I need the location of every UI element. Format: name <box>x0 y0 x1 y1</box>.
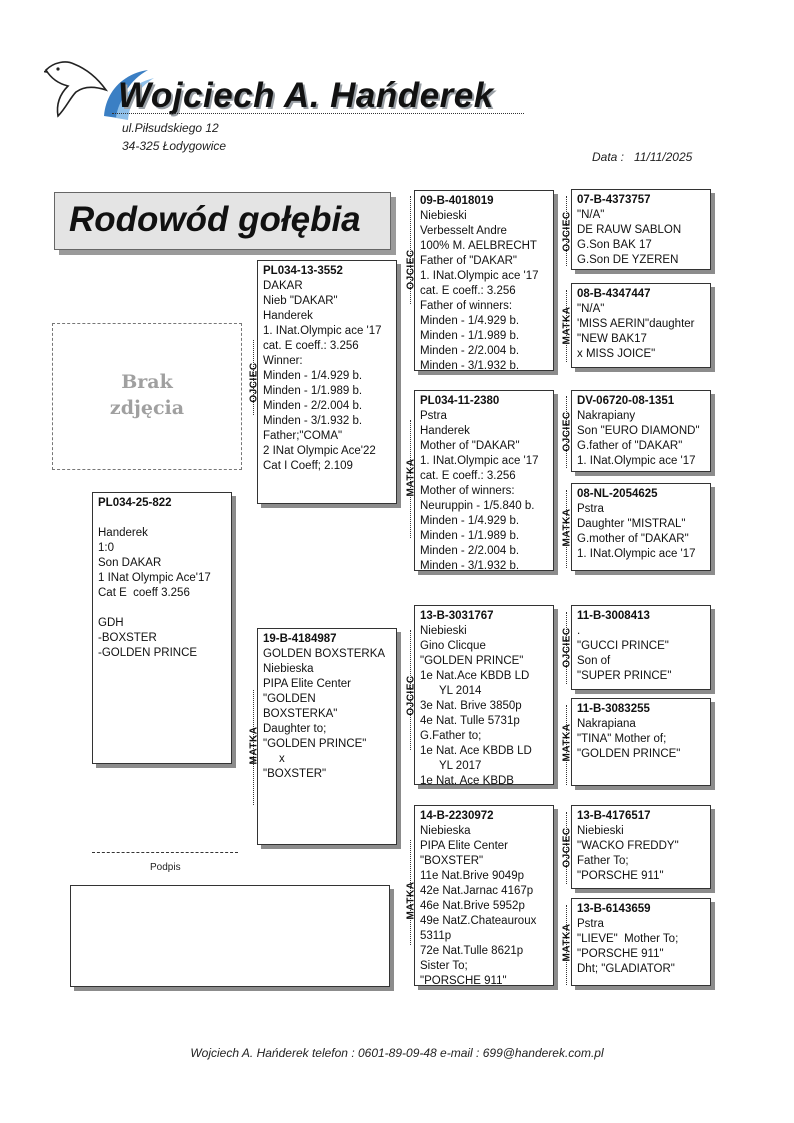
fff-card: 07-B-4373757 "N/A" DE RAUW SABLON G.Son … <box>571 189 711 270</box>
fff-connector <box>566 196 567 266</box>
fmm-connector <box>566 490 567 568</box>
father-connector <box>253 340 254 415</box>
subject-details: Handerek 1:0 Son DAKAR 1 INat Olympic Ac… <box>98 527 211 659</box>
pigeon-logo-icon <box>44 61 154 120</box>
photo-placeholder-text: Brak zdjęcia <box>109 371 185 419</box>
fm-details: Pstra Handerek Mother of "DAKAR" 1. INat… <box>420 410 539 571</box>
mf-connector <box>410 630 411 750</box>
date-value: 11/11/2025 <box>634 150 693 164</box>
grandmother-maternal-card: 14-B-2230972 Niebieska PIPA Elite Center… <box>414 805 554 986</box>
mmf-card: 13-B-4176517 Niebieski "WACKO FREDDY" Fa… <box>571 805 711 889</box>
mff-connector <box>566 612 567 684</box>
signature-label: Podpis <box>150 862 181 873</box>
mother-card: 19-B-4184987 GOLDEN BOXSTERKA Niebieska … <box>257 628 397 845</box>
fmf-details: Nakrapiany Son "EURO DIAMOND" G.father o… <box>577 410 700 467</box>
mff-card: 11-B-3008413 . "GUCCI PRINCE" Son of "SU… <box>571 605 711 690</box>
ff-connector <box>410 196 411 304</box>
fmm-card: 08-NL-2054625 Pstra Daughter "MISTRAL" G… <box>571 483 711 571</box>
title-box: Rodowód gołębia <box>54 192 391 250</box>
fmm-ring-number: 08-NL-2054625 <box>577 488 658 500</box>
ffm-details: "N/A" 'MISS AERIN"daughter "NEW BAK17 x … <box>577 303 695 360</box>
fmf-card: DV-06720-08-1351 Nakrapiany Son "EURO DI… <box>571 390 711 472</box>
address-street: ul.Piłsudskiego 12 <box>122 121 219 135</box>
mfm-card: 11-B-3083255 Nakrapiana "TINA" Mother of… <box>571 698 711 786</box>
fm-ring-number: PL034-11-2380 <box>420 395 500 407</box>
subject-pigeon-card: PL034-25-822 Handerek 1:0 Son DAKAR 1 IN… <box>92 492 232 764</box>
signature-line <box>92 852 238 853</box>
ff-ring-number: 09-B-4018019 <box>420 195 494 207</box>
date-label: Data : <box>592 150 625 164</box>
mm-ring-number: 14-B-2230972 <box>420 810 494 822</box>
mmm-ring-number: 13-B-6143659 <box>577 903 651 915</box>
subject-ring-number: PL034-25-822 <box>98 497 172 509</box>
breeder-name: Wojciech A. Hańderek <box>118 76 494 115</box>
mm-details: Niebieska PIPA Elite Center "BOXSTER" 11… <box>420 825 537 986</box>
father-card: PL034-13-3552 DAKAR Nieb "DAKAR" Handere… <box>257 260 397 504</box>
mf-ring-number: 13-B-3031767 <box>420 610 494 622</box>
mm-connector <box>410 840 411 945</box>
mother-details: GOLDEN BOXSTERKA Niebieska PIPA Elite Ce… <box>263 648 386 780</box>
signature-box <box>70 885 390 987</box>
mfm-connector <box>566 705 567 785</box>
fmm-details: Pstra Daughter "MISTRAL" G.mother of "DA… <box>577 503 696 560</box>
photo-placeholder: Brak zdjęcia <box>52 323 242 470</box>
mmf-details: Niebieski "WACKO FREDDY" Father To; "POR… <box>577 825 679 882</box>
mmm-details: Pstra "LIEVE" Mother To; "PORSCHE 911" D… <box>577 918 679 975</box>
fm-connector <box>410 420 411 538</box>
mmm-connector <box>566 905 567 985</box>
ffm-ring-number: 08-B-4347447 <box>577 288 651 300</box>
mmf-ring-number: 13-B-4176517 <box>577 810 651 822</box>
father-ring-number: PL034-13-3552 <box>263 265 343 277</box>
mf-details: Niebieski Gino Clicque "GOLDEN PRINCE" 1… <box>420 625 532 785</box>
fff-details: "N/A" DE RAUW SABLON G.Son BAK 17 G.Son … <box>577 209 682 266</box>
mfm-ring-number: 11-B-3083255 <box>577 703 650 715</box>
fff-ring-number: 07-B-4373757 <box>577 194 651 206</box>
page-title: Rodowód gołębia <box>69 200 361 239</box>
header-divider <box>112 113 524 114</box>
grandfather-maternal-card: 13-B-3031767 Niebieski Gino Clicque "GOL… <box>414 605 554 785</box>
date-field: Data : 11/11/2025 <box>592 150 692 164</box>
ff-details: Niebieski Verbesselt Andre 100% M. AELBR… <box>420 210 539 371</box>
father-details: DAKAR Nieb "DAKAR" Handerek 1. INat.Olym… <box>263 280 382 472</box>
mother-connector <box>253 690 254 805</box>
address-city: 34-325 Łodygowice <box>122 139 227 153</box>
mother-ring-number: 19-B-4184987 <box>263 633 337 645</box>
ffm-connector <box>566 290 567 362</box>
mff-details: . "GUCCI PRINCE" Son of "SUPER PRINCE" <box>577 625 672 682</box>
grandfather-paternal-card: 09-B-4018019 Niebieski Verbesselt Andre … <box>414 190 554 371</box>
fmf-ring-number: DV-06720-08-1351 <box>577 395 675 407</box>
ffm-card: 08-B-4347447 "N/A" 'MISS AERIN"daughter … <box>571 283 711 368</box>
mmm-card: 13-B-6143659 Pstra "LIEVE" Mother To; "P… <box>571 898 711 986</box>
footer-contact: Wojciech A. Hańderek telefon : 0601-89-0… <box>190 1046 604 1060</box>
mmf-connector <box>566 812 567 884</box>
mff-ring-number: 11-B-3008413 <box>577 610 650 622</box>
fmf-connector <box>566 396 567 468</box>
grandmother-paternal-card: PL034-11-2380 Pstra Handerek Mother of "… <box>414 390 554 571</box>
mfm-details: Nakrapiana "TINA" Mother of; "GOLDEN PRI… <box>577 718 681 760</box>
